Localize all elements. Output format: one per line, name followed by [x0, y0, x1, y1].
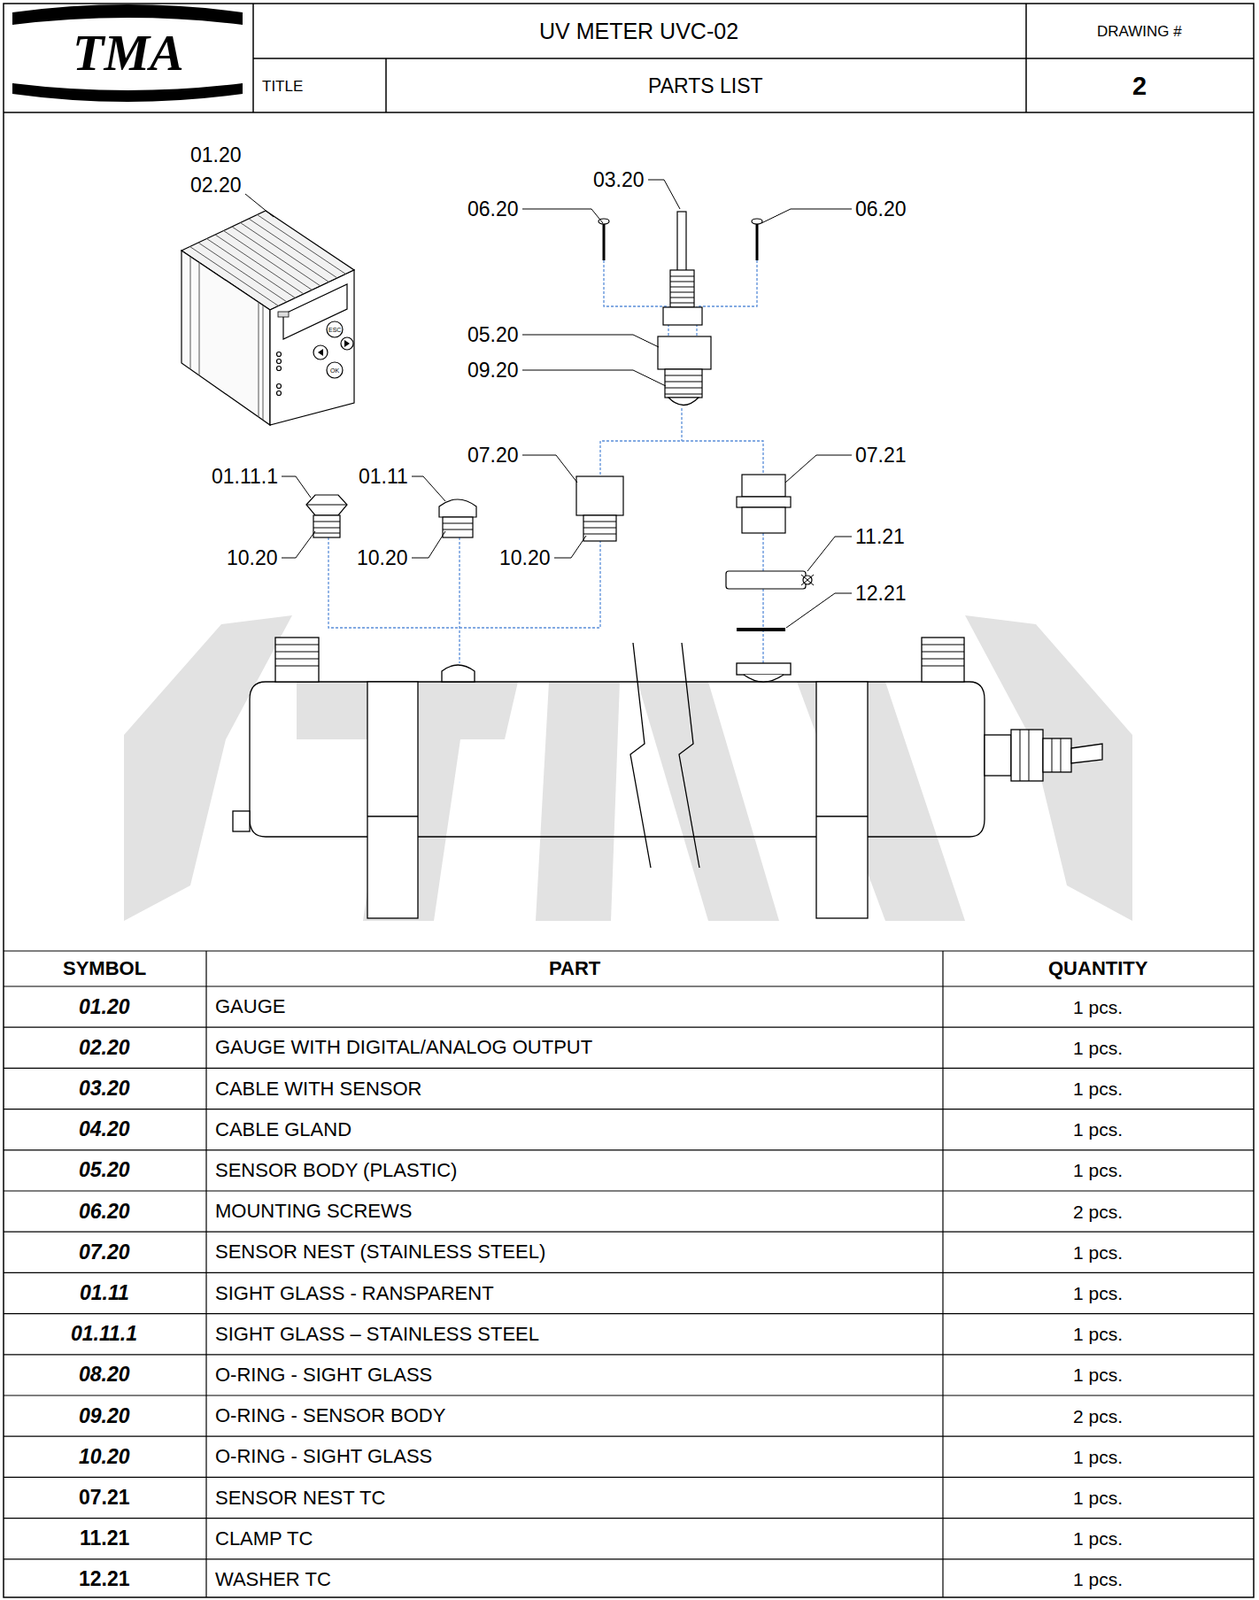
- callout-number: 12.21: [855, 583, 907, 604]
- part-quantity: 1 pcs.: [1073, 1365, 1123, 1384]
- part-symbol: 07.21: [78, 1487, 131, 1508]
- part-quantity: 1 pcs.: [1073, 1079, 1123, 1098]
- part-symbol: 07.20: [78, 1242, 131, 1263]
- callout-number: 07.20: [467, 445, 519, 466]
- part-name: CABLE WITH SENSOR: [215, 1079, 422, 1099]
- part-symbol: 01.20: [78, 996, 131, 1018]
- part-name: SENSOR BODY (PLASTIC): [215, 1160, 457, 1181]
- part-quantity: 1 pcs.: [1073, 1160, 1123, 1180]
- part-name: CLAMP TC: [215, 1529, 313, 1549]
- callout-number: 02.20: [190, 175, 242, 196]
- callout-number: 05.20: [467, 324, 519, 346]
- callout-number: 01.20: [190, 145, 242, 166]
- callout-number: 07.21: [855, 445, 907, 466]
- title-block-text: TITLE: [262, 78, 303, 94]
- table-grid: [3, 950, 1254, 1598]
- part-name: SIGHT GLASS – STAINLESS STEEL: [215, 1324, 540, 1344]
- callout-number: 06.20: [855, 199, 907, 220]
- part-symbol: 01.11.1: [70, 1323, 138, 1344]
- logo-bands: [12, 4, 243, 102]
- sheet-title: UV METER UVC-02: [539, 20, 739, 43]
- part-symbol: 03.20: [78, 1078, 131, 1099]
- callout-number: 06.20: [467, 199, 519, 220]
- callout-number: 11.21: [855, 526, 905, 548]
- uv-chamber: [232, 637, 1103, 919]
- part-symbol: 10.20: [78, 1446, 131, 1468]
- part-quantity: 1 pcs.: [1073, 1119, 1123, 1139]
- part-name: SENSOR NEST (STAINLESS STEEL): [215, 1242, 546, 1262]
- part-quantity: 1 pcs.: [1073, 1324, 1123, 1344]
- part-symbol: 01.11: [79, 1282, 130, 1304]
- part-symbol: 06.20: [78, 1201, 131, 1222]
- leader-lines: [245, 179, 852, 628]
- part-symbol: 12.21: [78, 1568, 131, 1590]
- watermark: [123, 615, 1133, 921]
- drawing-number: 2: [1132, 73, 1147, 100]
- part-quantity: 1 pcs.: [1073, 997, 1123, 1017]
- logo-text: TMA: [72, 27, 185, 79]
- callout-number: 01.11.1: [211, 466, 279, 487]
- part-symbol: 02.20: [78, 1037, 131, 1059]
- callout-number: 10.20: [226, 548, 279, 569]
- part-quantity: 1 pcs.: [1073, 1283, 1123, 1303]
- part-name: O-RING - SENSOR BODY: [215, 1405, 446, 1426]
- part-name: GAUGE: [215, 996, 286, 1017]
- table-header: SYMBOL: [62, 958, 147, 979]
- part-quantity: 1 pcs.: [1073, 1488, 1123, 1507]
- part-name: O-RING - SIGHT GLASS: [215, 1446, 433, 1467]
- callout-number: 03.20: [593, 169, 645, 191]
- part-name: O-RING - SIGHT GLASS: [215, 1365, 433, 1385]
- gauge-housing: [181, 210, 355, 425]
- assembly-lines: [328, 260, 764, 675]
- part-quantity: 2 pcs.: [1073, 1406, 1123, 1426]
- callout-number: 10.20: [499, 548, 551, 569]
- part-name: SIGHT GLASS - RANSPARENT: [215, 1283, 495, 1304]
- sensor-parts: [306, 211, 814, 630]
- button-label: OK: [330, 367, 340, 374]
- callout-number: 10.20: [356, 548, 409, 569]
- part-quantity: 1 pcs.: [1073, 1529, 1123, 1548]
- part-symbol: 08.20: [78, 1364, 131, 1385]
- callout-number: 09.20: [467, 360, 519, 381]
- part-symbol: 04.20: [78, 1119, 131, 1140]
- part-quantity: 1 pcs.: [1073, 1038, 1123, 1058]
- part-symbol: 05.20: [78, 1159, 131, 1181]
- frame-lines: [3, 3, 1254, 1598]
- part-symbol: 11.21: [79, 1528, 130, 1549]
- part-quantity: 1 pcs.: [1073, 1243, 1123, 1262]
- title-block-text: PARTS LIST: [648, 76, 764, 97]
- part-quantity: 2 pcs.: [1073, 1202, 1123, 1221]
- table-header: QUANTITY: [1048, 958, 1148, 979]
- part-symbol: 09.20: [78, 1405, 131, 1427]
- table-header: PART: [548, 958, 601, 979]
- part-name: WASHER TC: [215, 1569, 332, 1590]
- callout-number: 01.11: [358, 466, 409, 487]
- part-name: SENSOR NEST TC: [215, 1488, 386, 1508]
- button-label: ESC: [328, 326, 341, 333]
- part-name: GAUGE WITH DIGITAL/ANALOG OUTPUT: [215, 1037, 593, 1058]
- title-block-text: DRAWING #: [1096, 23, 1182, 39]
- part-name: CABLE GLAND: [215, 1119, 352, 1140]
- part-quantity: 1 pcs.: [1073, 1569, 1123, 1589]
- part-quantity: 1 pcs.: [1073, 1447, 1123, 1467]
- part-name: MOUNTING SCREWS: [215, 1201, 412, 1221]
